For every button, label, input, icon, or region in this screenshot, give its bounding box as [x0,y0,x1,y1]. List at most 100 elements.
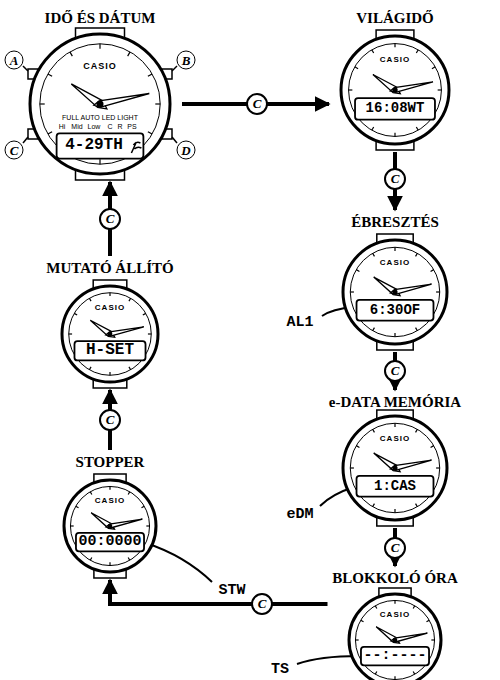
dial-tick [74,313,77,315]
dial-tick [426,620,429,622]
minute-hand [391,633,427,642]
dial-tick [436,291,440,292]
watch-mode: IDŐ ÉS DÁTUM4-29TH [18,6,182,182]
dial-tick [431,446,434,448]
dial-tick [394,600,395,603]
watch-mode: VILÁGIDŐ16:08WT [329,6,461,152]
dial-tick [70,525,73,526]
light-setting: C [107,123,112,130]
hour-hand [90,320,114,337]
dial-tick [436,467,440,468]
dial-tick [99,44,100,49]
dial-tick [69,333,72,334]
dial-tick [416,253,418,256]
dial-tick [416,429,418,432]
watch-mode: BLOKKOLÓ ÓRA --:---- [328,566,463,680]
watch-face [52,468,168,584]
watch-case [62,286,158,382]
minute-hand [94,94,150,108]
brand-name: CASIO [380,435,410,443]
dial-tick [141,506,144,508]
button-label: C [384,537,406,559]
dial-tick [129,298,131,301]
button-letter: A [5,51,24,70]
minute-hand [390,284,431,294]
button-label: C [384,168,406,190]
dial-tick [431,639,434,640]
dial-tick [373,253,375,256]
watch-mode: ÉBRESZTÉS6:30OF [331,210,459,352]
brand-name: CASIO [380,56,410,64]
watch-face [18,22,182,186]
dial-tick [148,74,152,76]
watch-dial [69,293,152,376]
dial-tick [431,270,434,272]
button-label: C [99,208,121,230]
dial-tick [349,89,353,90]
hour-hand [373,75,400,94]
watch-case [343,240,447,344]
light-caption: FULL AUTO LED LIGHT [62,114,138,121]
hand-pivot [393,638,398,643]
mode-callout: eDM [285,507,314,522]
lcd-window [355,98,435,120]
lcd-window [357,476,434,497]
watch-case [341,36,449,144]
dial-tick [89,298,91,301]
lcd-text: 00:0000 [78,533,142,551]
mode-title: IDŐ ÉS DÁTUM [18,6,182,30]
dial-tick [394,509,395,513]
button-label: C [246,93,268,115]
watch-dial [349,44,442,137]
dial-tick [394,676,395,679]
button-letter: B [177,51,196,70]
mode-arrow [110,580,328,604]
mode-title: STOPPER [52,450,168,474]
mode-callout: TS [270,662,290,677]
dial-tick [89,367,91,370]
hand-pivot [392,87,397,92]
dial-tick [432,67,435,69]
dial-tick [48,74,52,76]
lcd-text: --:---- [363,647,427,665]
dial-tick [90,492,92,495]
dial-tick [128,557,130,560]
light-setting: R [117,123,122,130]
watch-mode: e-DATA MEMÓRIA1:CAS [324,390,466,528]
mode-title: MUTATÓ ÁLLÍTÓ [42,256,179,280]
dial-tick [109,372,110,375]
dial-tick [148,333,151,334]
callout-leaders [146,307,359,664]
hour-hand [91,513,114,529]
signal-icon [131,142,141,153]
hand-pivot [392,465,397,470]
dial-tick [375,606,377,609]
mode-callout: STW [217,583,246,598]
lcd-text: H-SET [76,341,143,360]
mode-title: BLOKKOLÓ ÓRA [328,566,463,590]
dial-tick [394,247,395,251]
hand-pivot [108,524,113,529]
hand-pivot [108,332,113,337]
dial-tick [109,293,110,296]
button-letter: D [177,141,196,160]
dial-tick [416,328,418,331]
dial-tick [413,606,415,609]
watch-face [337,582,453,680]
watch-dial [70,486,149,565]
lcd-text: 1:CAS [359,476,432,497]
dial-tick [355,639,358,640]
brand-name: CASIO [95,304,125,312]
dial-tick [375,671,377,674]
dial-tick [128,52,130,56]
watch-mode: STOPPER 00:0000 [52,450,168,580]
button-label: C [99,409,121,431]
dial-tick [350,291,354,292]
watch-dial [40,44,160,164]
watch-case [349,594,441,680]
minute-hand [390,82,433,93]
dial-tick [355,67,358,69]
hand-pivot [392,289,397,294]
dial-tick [372,50,374,53]
dial-tick [394,44,395,48]
